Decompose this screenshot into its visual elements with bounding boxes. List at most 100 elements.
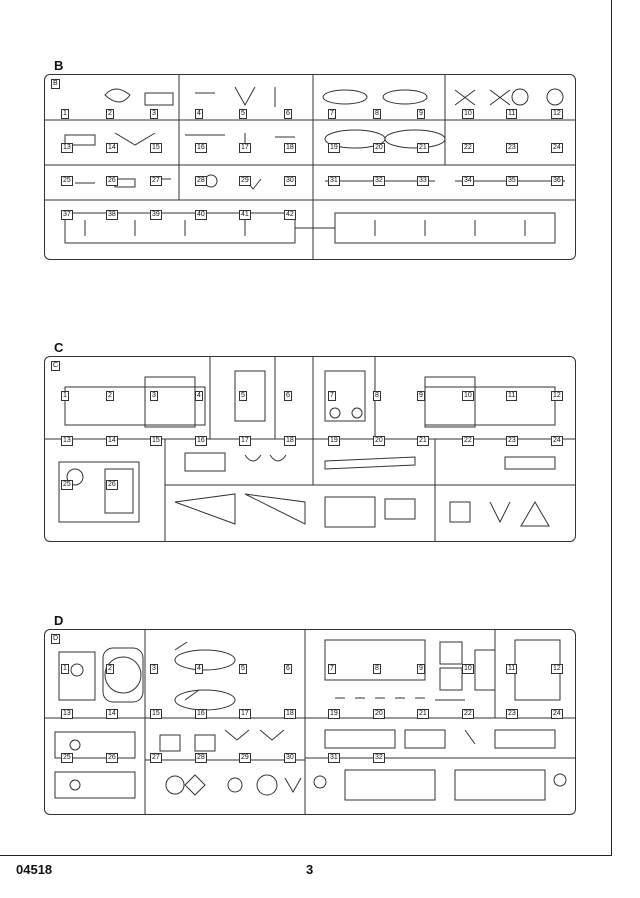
sprue-d-tag: D [51,634,61,644]
part-number-label: 5 [239,664,247,674]
part-number-label: 2 [106,391,114,401]
sprue-b-letter: B [54,58,64,73]
part-number-label: 23 [506,709,518,719]
part-number-label: 20 [373,436,385,446]
part-number-label: 31 [328,176,340,186]
part-number-label: 12 [551,391,563,401]
part-number-label: 20 [373,143,385,153]
part-number-label: 28 [195,176,207,186]
part-number-label: 14 [106,709,118,719]
part-number-label: 24 [551,143,563,153]
part-number-label: 21 [417,436,429,446]
part-number-label: 4 [195,109,203,119]
part-number-label: 32 [373,753,385,763]
part-number-label: 30 [284,753,296,763]
part-number-label: 21 [417,143,429,153]
page-border-right [611,0,612,855]
part-number-label: 30 [284,176,296,186]
part-number-label: 22 [462,436,474,446]
part-number-label: 20 [373,709,385,719]
part-number-label: 25 [61,480,73,490]
part-number-label: 2 [106,109,114,119]
part-number-label: 11 [506,664,518,674]
part-number-label: 12 [551,664,563,674]
part-number-label: 17 [239,143,251,153]
part-number-label: 3 [150,391,158,401]
sprue-c: C [44,356,576,542]
part-number-label: 11 [506,391,518,401]
part-number-label: 16 [195,709,207,719]
part-number-label: 19 [328,709,340,719]
part-number-label: 13 [61,709,73,719]
part-number-label: 3 [150,109,158,119]
part-number-label: 25 [61,753,73,763]
part-number-label: 40 [195,210,207,220]
part-number-label: 27 [150,753,162,763]
part-number-label: 14 [106,143,118,153]
part-number-label: 23 [506,436,518,446]
part-number-label: 31 [328,753,340,763]
part-number-label: 6 [284,109,292,119]
part-number-label: 6 [284,391,292,401]
part-number-label: 7 [328,109,336,119]
part-number-label: 18 [284,143,296,153]
part-number-label: 7 [328,664,336,674]
part-number-label: 26 [106,176,118,186]
sprue-c-drawing [45,357,575,541]
part-number-label: 12 [551,109,563,119]
part-number-label: 10 [462,664,474,674]
part-number-label: 8 [373,664,381,674]
part-number-label: 13 [61,143,73,153]
part-number-label: 15 [150,143,162,153]
part-number-label: 1 [61,109,69,119]
part-number-label: 11 [506,109,518,119]
part-number-label: 13 [61,436,73,446]
part-number-label: 26 [106,480,118,490]
part-number-label: 16 [195,143,207,153]
sprue-d-drawing [45,630,575,814]
page-number: 3 [306,862,314,877]
part-number-label: 4 [195,664,203,674]
part-number-label: 25 [61,176,73,186]
part-number-label: 32 [373,176,385,186]
part-number-label: 24 [551,709,563,719]
part-number-label: 27 [150,176,162,186]
sprue-d: D [44,629,576,815]
part-number-label: 8 [373,391,381,401]
part-number-label: 24 [551,436,563,446]
part-number-label: 33 [417,176,429,186]
part-number-label: 4 [195,391,203,401]
part-number-label: 14 [106,436,118,446]
sprue-b-drawing [45,75,575,259]
part-number-label: 37 [61,210,73,220]
part-number-label: 10 [462,109,474,119]
sprue-d-letter: D [54,613,64,628]
part-number-label: 19 [328,436,340,446]
part-number-label: 29 [239,753,251,763]
part-number-label: 1 [61,391,69,401]
part-number-label: 39 [150,210,162,220]
part-number-label: 17 [239,709,251,719]
part-number-label: 19 [328,143,340,153]
catalog-number: 04518 [16,862,53,877]
part-number-label: 3 [150,664,158,674]
part-number-label: 10 [462,391,474,401]
part-number-label: 22 [462,143,474,153]
sprue-b-tag: B [51,79,60,89]
part-number-label: 22 [462,709,474,719]
part-number-label: 41 [239,210,251,220]
part-number-label: 34 [462,176,474,186]
part-number-label: 9 [417,664,425,674]
part-number-label: 5 [239,391,247,401]
part-number-label: 1 [61,664,69,674]
sprue-c-tag: C [51,361,61,371]
part-number-label: 5 [239,109,247,119]
part-number-label: 9 [417,109,425,119]
page-border-bottom [0,855,612,856]
part-number-label: 23 [506,143,518,153]
part-number-label: 26 [106,753,118,763]
part-number-label: 2 [106,664,114,674]
part-number-label: 7 [328,391,336,401]
part-number-label: 35 [506,176,518,186]
